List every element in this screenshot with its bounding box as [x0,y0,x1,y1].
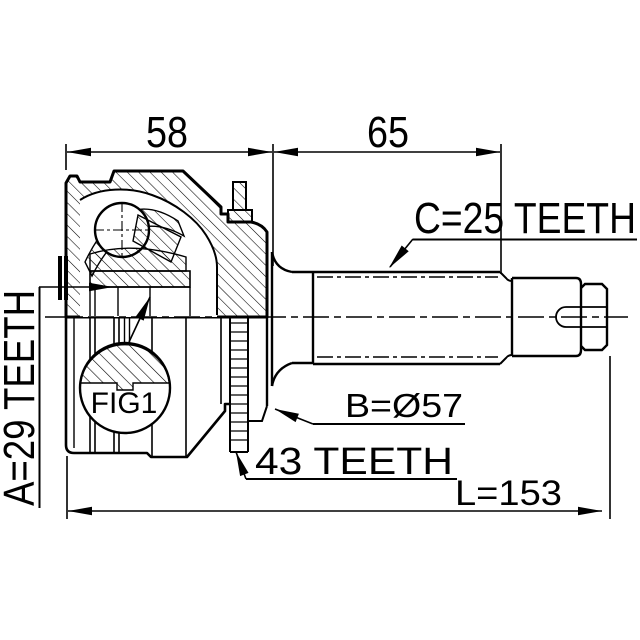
dimensions [38,144,637,519]
abs-ring-section [227,181,253,223]
dim-58-label: 58 [146,108,188,157]
diameter-b-label: B=Ø57 [345,387,463,424]
spline-pitch-lines [317,276,498,358]
fig1-callout: FIG1 [78,318,172,435]
outer-race-exterior [64,318,268,459]
abs-teeth-label: 43 TEETH [255,441,453,483]
inner-race-section [58,213,191,316]
spline-c-label: C=25 TEETH [414,194,636,243]
abs-tone-ring [229,318,249,453]
fig1-label: FIG1 [91,387,158,420]
spline-a-label: A=29 TEETH [0,290,44,506]
overall-length-label: L=153 [455,474,562,513]
dimension-arrowheads [67,147,602,516]
dim-65-label: 65 [367,108,409,157]
